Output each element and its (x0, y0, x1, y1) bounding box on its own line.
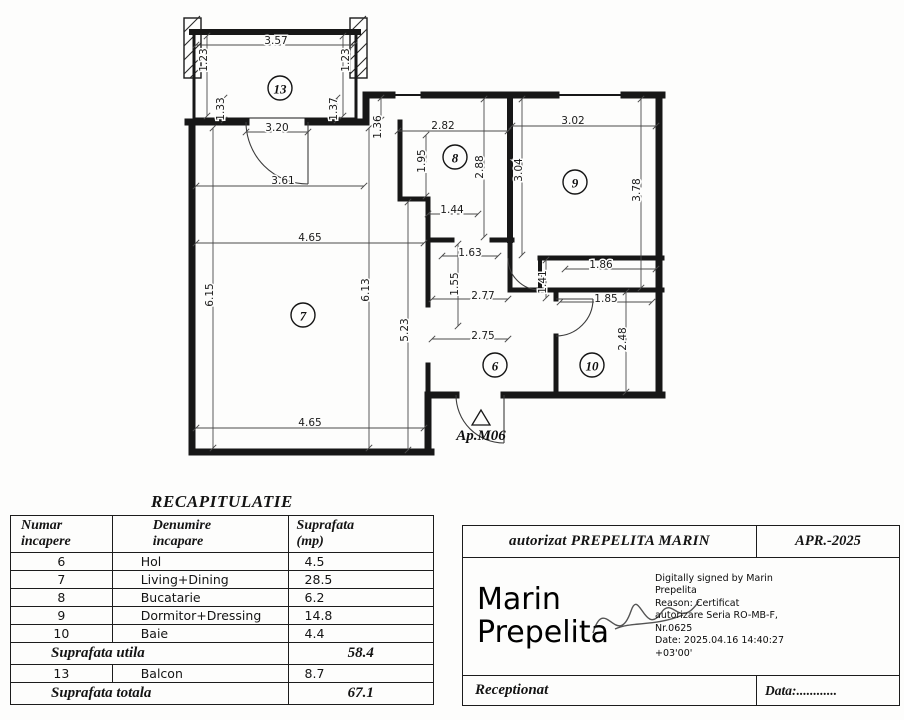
approval-table: autorizat PREPELITA MARIN APR.-2025 Mari… (462, 525, 900, 706)
bathroom-door-arc (555, 298, 594, 337)
receptionat-label: Receptionat (462, 675, 757, 706)
dimension-label: 2.88 (474, 155, 486, 178)
dimension-label: 4.65 (298, 232, 321, 244)
dimension-labels: 3.57 1.23 1.23 1.33 3.20 1.37 1.36 2.82 3.02 1.95… (197, 34, 645, 431)
dimension-label: 2.77 (471, 290, 494, 302)
dimension-label: 2.48 (617, 327, 629, 350)
dimension-label: 1.63 (458, 247, 481, 259)
dimension-label: 1.23 (198, 48, 210, 71)
col-header-suprafata: Suprafata(mp) (287, 514, 435, 554)
dimension-label: 4.65 (298, 417, 321, 429)
balcony-corner-hatch-right (349, 15, 368, 79)
svg-text:7: 7 (300, 309, 307, 324)
apartment-label: Ap.M06 (455, 428, 506, 444)
dimension-label: 1.44 (440, 204, 464, 216)
floor-plan: 3.57 1.23 1.23 1.33 3.20 1.37 1.36 2.82 3.02 1.95… (183, 15, 666, 456)
suprafata-utila-label: Suprafata utila (10, 642, 289, 666)
dimension-label: 3.57 (264, 35, 287, 47)
dimension-label: 3.61 (271, 175, 294, 187)
dimension-label: 1.95 (416, 149, 428, 172)
room-number-marker: 9 (562, 169, 588, 195)
bedroom-door-arc (507, 257, 541, 291)
suprafata-utila-row: Suprafata utila 58.4 (10, 642, 435, 666)
digital-signature-name: Marin Prepelita (477, 582, 610, 650)
dimension-label: 6.15 (204, 283, 216, 306)
suprafata-totala-row: Suprafata totala 67.1 (10, 682, 435, 706)
dimension-label: 1.36 (372, 115, 384, 139)
dimension-label: 2.82 (431, 120, 454, 132)
room-markers: 13 8 9 7 6 10 (267, 75, 605, 378)
suprafata-utila-value: 58.4 (287, 642, 435, 666)
authorized-label: autorizat PREPELITA MARIN (462, 525, 757, 558)
dimension-label: 1.37 (328, 97, 340, 120)
entry-marker-icon (470, 408, 492, 426)
room-number-marker: 8 (442, 144, 468, 170)
authorized-row: autorizat PREPELITA MARIN APR.-2025 (462, 525, 900, 558)
approval-section: autorizat PREPELITA MARIN APR.-2025 Mari… (462, 525, 900, 706)
authorization-period: APR.-2025 (756, 525, 900, 558)
dimension-label: 5.23 (399, 318, 411, 341)
dimension-label: 2.75 (471, 330, 494, 342)
svg-text:9: 9 (572, 176, 579, 191)
entry-door-arc (455, 394, 505, 444)
svg-text:13: 13 (274, 82, 288, 97)
dimension-label: 3.04 (513, 158, 525, 182)
room-number-marker: 10 (579, 352, 605, 378)
dimension-label: 6.13 (360, 278, 372, 301)
dimension-label: 3.20 (265, 122, 288, 134)
svg-text:10: 10 (586, 359, 600, 374)
dimension-label: 1.33 (215, 97, 227, 120)
dimension-label: 1.23 (340, 48, 352, 71)
dimension-lines (192, 32, 660, 454)
recap-title: RECAPITULATIE (151, 492, 293, 511)
dimension-label: 1.85 (594, 293, 617, 305)
suprafata-totala-value: 67.1 (287, 682, 435, 706)
room-number-marker: 13 (267, 75, 293, 101)
walls (184, 29, 666, 456)
room-number-marker: 7 (290, 302, 316, 328)
dimension-label: 1.86 (589, 259, 613, 271)
svg-text:6: 6 (492, 359, 499, 374)
digital-signature-row: Marin Prepelita Digitally signed by Mari… (462, 557, 900, 676)
data-label: Data:............ (756, 675, 900, 706)
dimension-label: 1.41 (537, 270, 549, 293)
svg-text:8: 8 (452, 151, 459, 166)
suprafata-totala-label: Suprafata totala (10, 682, 289, 706)
certificate-details: Digitally signed by Marin Prepelita Reas… (655, 572, 785, 659)
balcony-door-arc (245, 121, 309, 185)
dimension-label: 3.02 (561, 115, 584, 127)
dimension-label: 3.78 (631, 178, 643, 201)
dimension-label: 1.55 (449, 272, 461, 295)
room-number-marker: 6 (482, 352, 508, 378)
reception-row: Receptionat Data:............ (462, 675, 900, 706)
